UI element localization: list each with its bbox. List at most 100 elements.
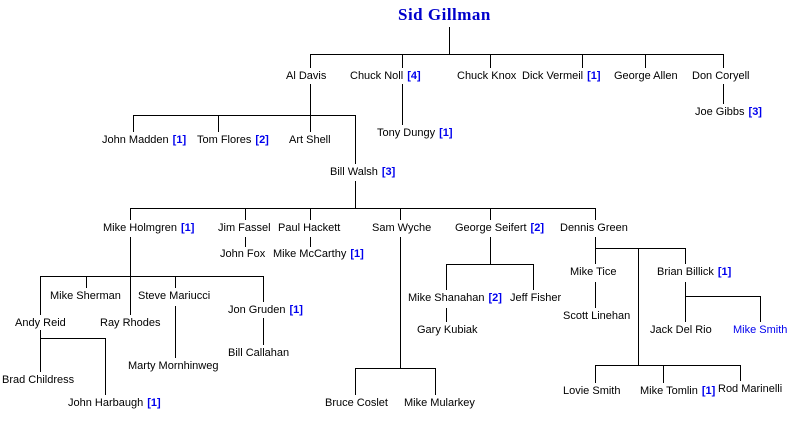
node-badge: [3] <box>748 106 762 118</box>
node-mike-shanahan: Mike Shanahan[2] <box>408 292 502 304</box>
node-dick-vermeil: Dick Vermeil[1] <box>522 70 601 82</box>
node-mike-mccarthy: Mike McCarthy[1] <box>273 248 364 260</box>
node-jack-del-rio: Jack Del Rio <box>650 324 712 336</box>
node-jim-fassel: Jim Fassel <box>218 222 271 234</box>
node-label: Sam Wyche <box>372 222 432 234</box>
node-andy-reid: Andy Reid <box>15 317 66 329</box>
node-label: Jon Gruden <box>228 304 286 316</box>
node-badge: [1] <box>289 304 303 316</box>
node-label: Mike Sherman <box>50 290 121 302</box>
node-gary-kubiak: Gary Kubiak <box>417 324 478 336</box>
node-label: Sid Gillman <box>398 5 491 24</box>
node-badge: [1] <box>180 222 195 234</box>
node-badge: [2] <box>530 222 544 234</box>
node-don-coryell: Don Coryell <box>692 70 749 82</box>
node-paul-hackett: Paul Hackett <box>278 222 340 234</box>
node-label: Mike McCarthy <box>273 248 347 260</box>
node-label: Steve Mariucci <box>138 290 211 302</box>
node-label: Tony Dungy <box>377 127 436 139</box>
node-label: George Seifert <box>455 222 527 234</box>
node-tom-flores: Tom Flores[2] <box>197 134 269 146</box>
node-label: Bruce Coslet <box>325 397 388 409</box>
node-badge: [4] <box>407 70 421 82</box>
node-label: George Allen <box>614 70 678 82</box>
node-bill-walsh: Bill Walsh[3] <box>330 166 395 178</box>
node-mike-smith: Mike Smith <box>733 324 787 336</box>
node-art-shell: Art Shell <box>289 134 331 146</box>
node-label: Chuck Knox <box>457 70 517 82</box>
node-marty-mornhinweg: Marty Mornhinweg <box>128 360 218 372</box>
node-label: Ray Rhodes <box>100 317 161 329</box>
node-brad-childress: Brad Childress <box>2 374 74 386</box>
node-label: Al Davis <box>286 70 327 82</box>
node-bruce-coslet: Bruce Coslet <box>325 397 388 409</box>
node-mike-mularkey: Mike Mularkey <box>404 397 475 409</box>
node-badge: [1] <box>717 266 732 278</box>
node-label: Marty Mornhinweg <box>128 360 219 372</box>
node-badge: [1] <box>147 397 161 409</box>
node-joe-gibbs: Joe Gibbs[3] <box>695 106 762 118</box>
node-label: Jim Fassel <box>218 222 271 234</box>
node-jon-gruden: Jon Gruden[1] <box>228 304 303 316</box>
node-dennis-green: Dennis Green <box>560 222 628 234</box>
node-george-seifert: George Seifert[2] <box>455 222 544 234</box>
node-tony-dungy: Tony Dungy[1] <box>377 127 453 139</box>
node-label: Mike Shanahan <box>408 292 485 304</box>
node-label: Dick Vermeil <box>522 70 584 82</box>
node-label: Gary Kubiak <box>417 324 478 336</box>
node-label: Paul Hackett <box>278 222 341 234</box>
node-bill-callahan: Bill Callahan <box>228 347 289 359</box>
node-badge: [1] <box>350 248 364 260</box>
node-badge: [1] <box>172 134 187 146</box>
node-label: Mike Tomlin <box>640 385 698 397</box>
node-label: Rod Marinelli <box>718 383 783 395</box>
node-john-harbaugh: John Harbaugh[1] <box>68 397 161 409</box>
node-steve-mariucci: Steve Mariucci <box>138 290 210 302</box>
node-ray-rhodes: Ray Rhodes <box>100 317 161 329</box>
node-label: Bill Walsh <box>330 166 378 178</box>
node-badge: [2] <box>255 134 269 146</box>
node-label: Chuck Noll <box>350 70 404 82</box>
node-mike-sherman: Mike Sherman <box>50 290 121 302</box>
node-badge: [2] <box>488 292 502 304</box>
node-mike-tice: Mike Tice <box>570 266 616 278</box>
node-label: Art Shell <box>289 134 331 146</box>
node-label: Jack Del Rio <box>650 324 712 336</box>
node-label: John Harbaugh <box>68 397 144 409</box>
node-label: Tom Flores <box>197 134 252 146</box>
node-label: Joe Gibbs <box>695 106 745 118</box>
node-label: Brian Billick <box>657 266 714 278</box>
node-badge: [3] <box>381 166 396 178</box>
node-chuck-knox: Chuck Knox <box>457 70 516 82</box>
node-label: Dennis Green <box>560 222 628 234</box>
node-badge: [1] <box>439 127 453 139</box>
node-badge: [1] <box>587 70 601 82</box>
node-label: Lovie Smith <box>563 385 621 397</box>
node-label: Mike Smith <box>733 324 788 336</box>
node-label: Jeff Fisher <box>510 292 562 304</box>
node-george-allen: George Allen <box>614 70 678 82</box>
node-mike-tomlin: Mike Tomlin[1] <box>640 385 715 397</box>
node-label: Mike Tice <box>570 266 617 278</box>
node-john-fox: John Fox <box>220 248 265 260</box>
node-brian-billick: Brian Billick[1] <box>657 266 731 278</box>
node-label: John Madden <box>102 134 169 146</box>
node-label: John Fox <box>220 248 266 260</box>
node-jeff-fisher: Jeff Fisher <box>510 292 561 304</box>
node-label: Mike Mularkey <box>404 397 475 409</box>
node-label: Bill Callahan <box>228 347 290 359</box>
node-scott-linehan: Scott Linehan <box>563 310 630 322</box>
node-label: Andy Reid <box>15 317 66 329</box>
node-label: Scott Linehan <box>563 310 631 322</box>
node-mike-holmgren: Mike Holmgren[1] <box>103 222 194 234</box>
node-label: Don Coryell <box>692 70 750 82</box>
node-badge: [1] <box>701 385 716 397</box>
node-lovie-smith: Lovie Smith <box>563 385 620 397</box>
node-john-madden: John Madden[1] <box>102 134 186 146</box>
node-label: Brad Childress <box>2 374 75 386</box>
node-chuck-noll: Chuck Noll[4] <box>350 70 421 82</box>
node-label: Mike Holmgren <box>103 222 177 234</box>
node-sam-wyche: Sam Wyche <box>372 222 431 234</box>
